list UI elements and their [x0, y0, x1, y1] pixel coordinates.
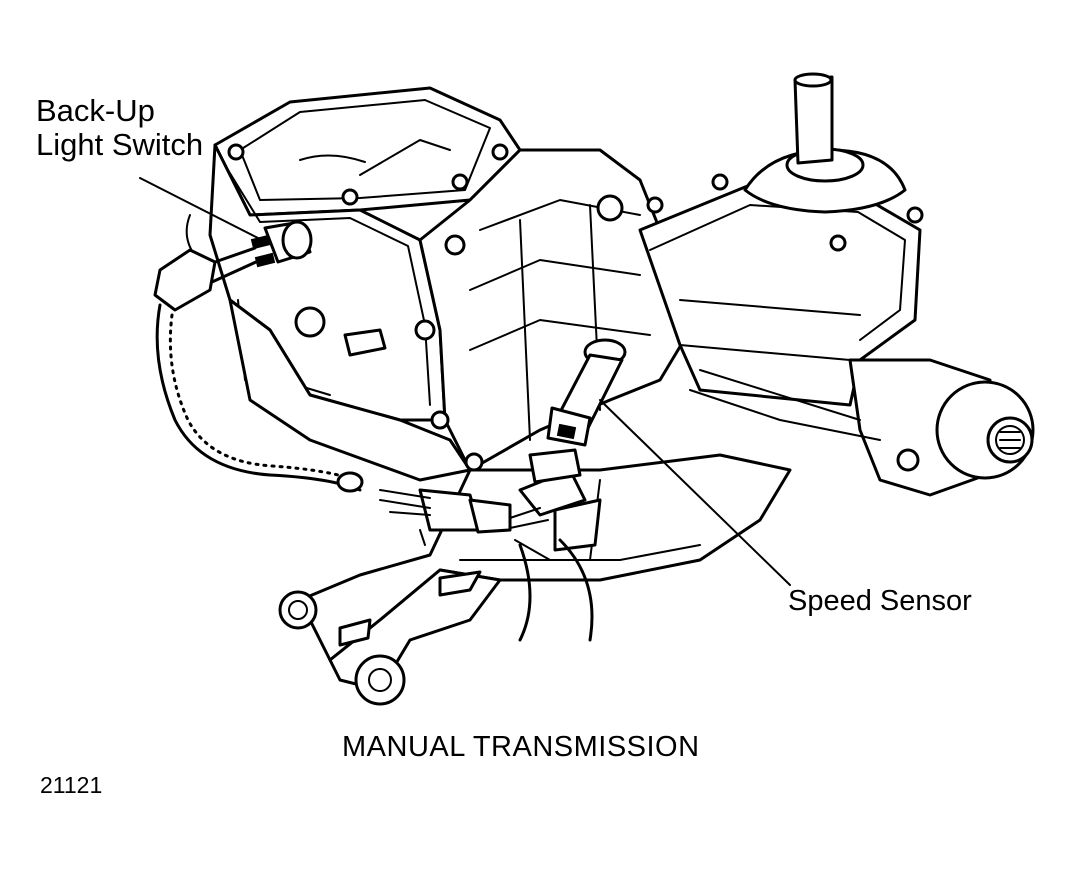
- transmission-case: [208, 86, 692, 482]
- leader-backup-switch: [139, 177, 259, 239]
- wiring-harness: [153, 246, 587, 561]
- figure-title: MANUAL TRANSMISSION: [342, 731, 700, 763]
- bolt: [491, 143, 509, 161]
- callout-speed-sensor: Speed Sensor: [788, 585, 972, 617]
- figure-number: 21121: [40, 772, 103, 798]
- callout-backup-line2: Light Switch: [36, 127, 204, 162]
- bolt: [464, 452, 484, 472]
- bolt: [906, 206, 924, 224]
- case-center: [418, 148, 692, 472]
- mount-boss: [596, 194, 624, 222]
- bolt: [646, 196, 664, 214]
- extension-housing: [638, 72, 1035, 497]
- bolt: [711, 173, 729, 191]
- bolt: [896, 448, 920, 472]
- bolt: [829, 234, 847, 252]
- bolt: [451, 173, 469, 191]
- bolt: [444, 234, 466, 256]
- mount-boss: [294, 306, 326, 338]
- speed-sensor: [546, 338, 627, 447]
- callout-backup-light-switch: Back-Up Light Switch: [36, 94, 203, 162]
- bolt: [414, 319, 436, 341]
- bolt: [341, 188, 359, 206]
- case-bottom: [228, 298, 472, 482]
- backup-light-switch: [185, 214, 313, 268]
- bolt: [430, 410, 450, 430]
- shifter-shaft: [793, 75, 834, 165]
- leader-speed-sensor: [599, 399, 791, 586]
- case-left-wall: [208, 143, 447, 422]
- bolt: [227, 143, 245, 161]
- callout-backup-line1: Back-Up: [36, 93, 155, 128]
